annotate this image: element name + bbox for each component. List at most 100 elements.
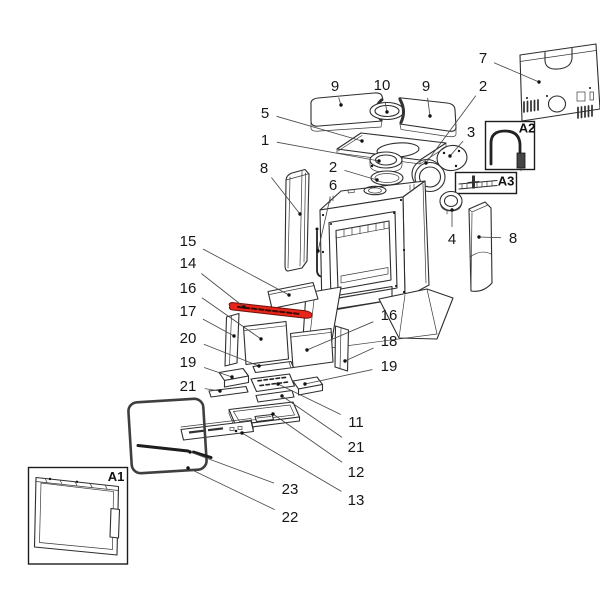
leader-dot — [537, 80, 541, 84]
callout-label-23: 23 — [282, 481, 299, 498]
leader-dot — [316, 249, 320, 253]
leader-dot — [271, 412, 275, 416]
leader-line — [277, 383, 341, 415]
leader-dot — [240, 431, 244, 435]
leader-dot — [232, 334, 236, 338]
callout-label-10: 10 — [374, 77, 391, 94]
callout-label-18: 18 — [381, 333, 398, 350]
inset-a1-label: A1 — [108, 469, 125, 484]
baffle-plate-part — [267, 281, 319, 310]
leader-dot — [428, 114, 432, 118]
leader-dot — [303, 382, 307, 386]
callout-label-13: 13 — [348, 492, 365, 509]
bar-left-part — [208, 385, 249, 398]
leader-dot — [339, 103, 343, 107]
leader-line — [478, 236, 502, 239]
leader-line — [276, 141, 380, 162]
glass-gasket-part — [136, 444, 213, 459]
leader-dot — [259, 337, 263, 341]
leader-line — [281, 395, 343, 438]
inset-a3: A3 — [454, 171, 518, 195]
leader-line — [202, 318, 235, 337]
callout-label-4: 4 — [448, 231, 456, 248]
leader-line — [187, 467, 275, 511]
leader-dot — [218, 389, 222, 393]
leader-line — [202, 248, 290, 296]
side-panel-left-part — [284, 168, 310, 272]
leader-dot — [186, 466, 190, 470]
callout-label-1: 1 — [261, 132, 269, 149]
leader-dot — [375, 178, 379, 182]
callout-label-16: 16 — [180, 280, 197, 297]
leader-line — [189, 451, 275, 484]
leader-line — [449, 140, 464, 157]
callout-label-12: 12 — [348, 464, 365, 481]
leader-dot — [343, 359, 347, 363]
leader-line — [493, 62, 540, 83]
callout-label-8: 8 — [509, 230, 517, 247]
callout-label-19: 19 — [180, 354, 197, 371]
callout-label-9: 9 — [422, 78, 430, 95]
leader-line — [272, 413, 343, 463]
top-plate-right-part — [398, 97, 457, 138]
leader-dot — [424, 161, 428, 165]
inset-a3-label: A3 — [498, 174, 515, 189]
leader-dot — [188, 450, 192, 454]
inset-a1: A1 — [27, 466, 129, 565]
inset-a2: A2 — [484, 121, 536, 172]
leader-dot — [477, 235, 481, 239]
cover-disc-part — [436, 144, 468, 172]
highlighted-grate-bar-part — [228, 302, 313, 319]
leader-dot — [377, 159, 381, 163]
slat-part — [252, 360, 295, 374]
leader-dot — [257, 364, 261, 368]
callout-label-7: 7 — [479, 50, 487, 67]
leader-line — [384, 101, 388, 113]
callout-label-9: 9 — [331, 78, 339, 95]
leader-line — [241, 432, 342, 492]
callout-label-2: 2 — [479, 78, 487, 95]
leader-line — [344, 169, 378, 181]
callout-label-8: 8 — [260, 160, 268, 177]
callout-label-6: 6 — [329, 177, 337, 194]
firebox-body — [319, 180, 430, 312]
callout-label-2: 2 — [329, 159, 337, 176]
callout-label-22: 22 — [282, 509, 299, 526]
callout-label-16: 16 — [381, 307, 398, 324]
leader-line — [304, 369, 373, 385]
side-brick-strip-left-part — [224, 312, 240, 367]
leader-line — [203, 343, 260, 367]
leader-dot — [276, 382, 280, 386]
grate-frame-left-part — [218, 367, 250, 388]
callout-label-17: 17 — [180, 303, 197, 320]
leader-dot — [242, 305, 246, 309]
leader-line — [201, 297, 262, 340]
leader-dot — [230, 375, 234, 379]
callout-label-5: 5 — [261, 105, 269, 122]
flue-collar-part — [369, 151, 403, 173]
callout-label-19: 19 — [381, 358, 398, 375]
leader-line — [317, 196, 331, 252]
leader-line — [203, 367, 233, 378]
leader-line — [344, 347, 374, 362]
callout-label-15: 15 — [180, 233, 197, 250]
firebrick-left-part — [242, 320, 290, 366]
door-glass-part — [127, 397, 208, 475]
leader-dot — [448, 154, 452, 158]
leader-dot — [305, 348, 309, 352]
leader-line — [276, 115, 363, 142]
leader-dot — [287, 293, 291, 297]
leader-dot — [280, 394, 284, 398]
callout-label-14: 14 — [180, 255, 197, 272]
leader-line — [271, 177, 301, 215]
leader-dot — [450, 208, 454, 212]
inset-a2-label: A2 — [519, 121, 536, 136]
leader-line — [427, 97, 431, 117]
callout-label-21: 21 — [180, 378, 197, 395]
leader-line — [306, 321, 374, 351]
leader-dot — [360, 139, 364, 143]
leader-line — [425, 95, 477, 164]
